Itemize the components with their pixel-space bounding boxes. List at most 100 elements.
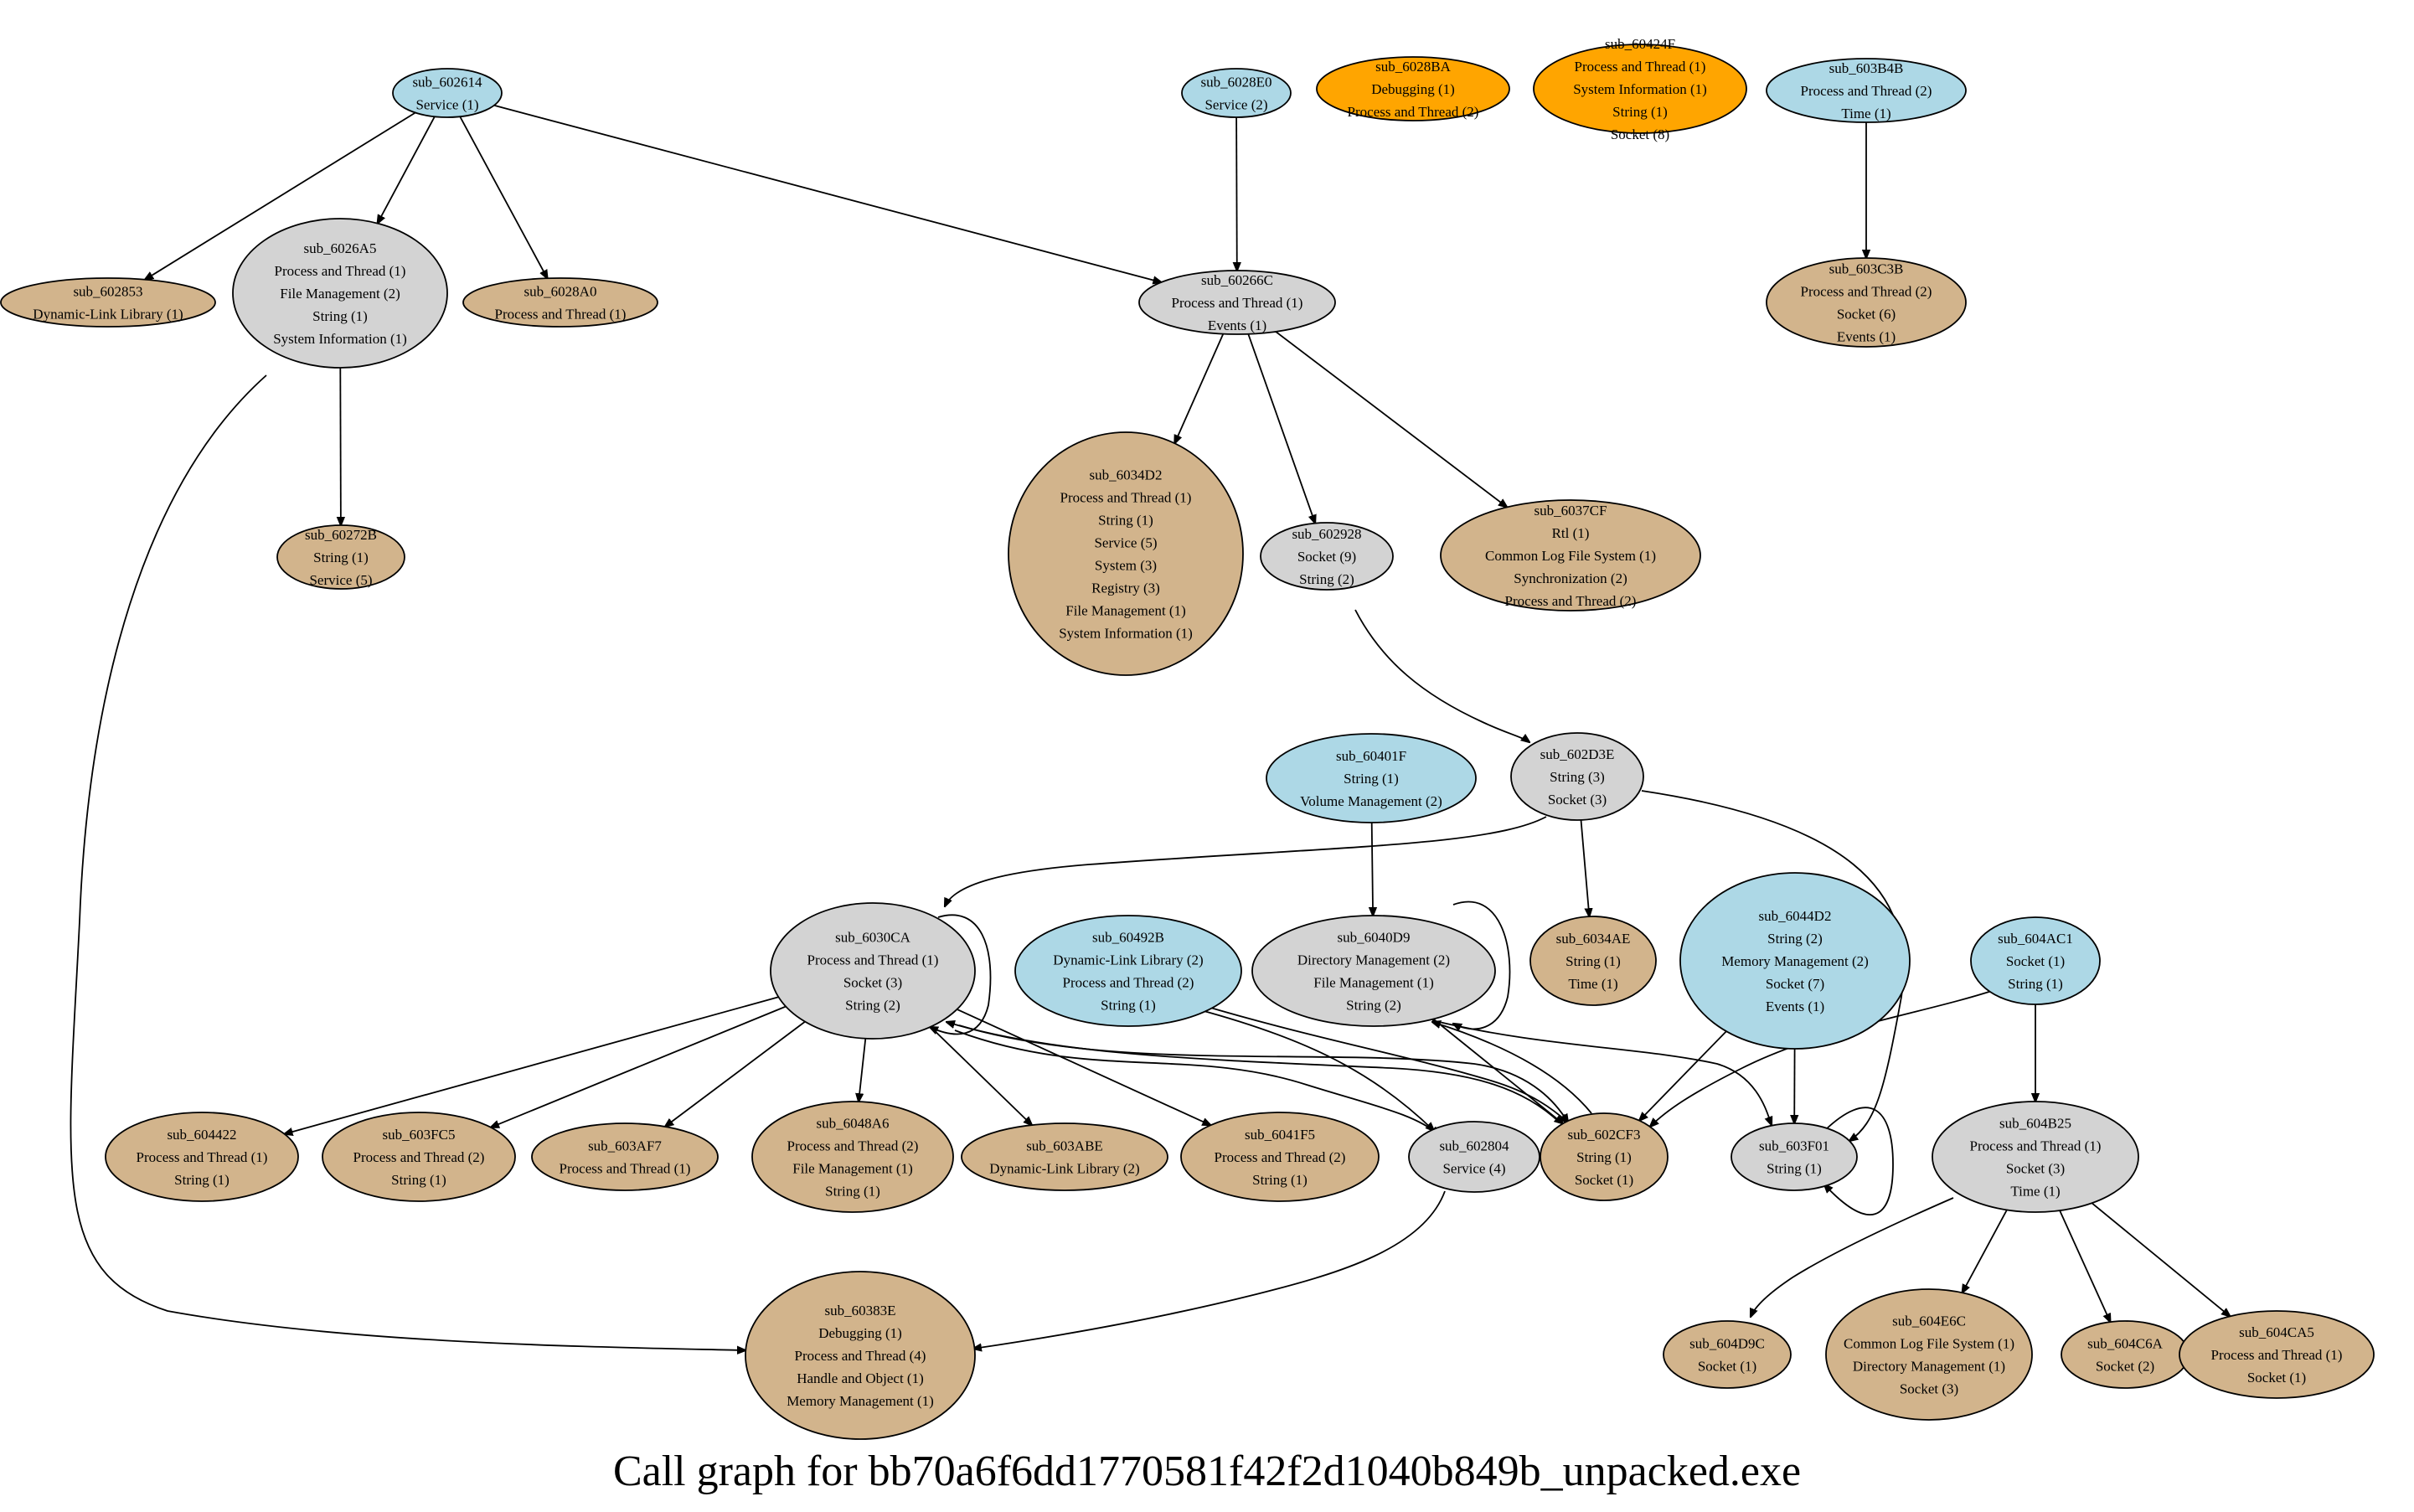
node-ellipse[interactable] [2179,1310,2375,1399]
edge-sub_60401F-to-sub_6040D9 [1372,822,1373,916]
node-api-category: Process and Thread (2) [1063,975,1194,991]
edge-sub_602614-to-sub_6028A0 [459,116,547,278]
node-ellipse[interactable] [745,1271,976,1440]
node-ellipse[interactable] [1529,916,1657,1006]
node-ellipse[interactable] [961,1122,1168,1191]
node-ellipse[interactable] [1008,431,1244,676]
node-ellipse[interactable] [1408,1121,1540,1193]
node-api-category: Socket (3) [1900,1381,1958,1397]
node-ellipse[interactable] [1316,56,1510,121]
node-function-name: sub_60424F [1605,36,1675,52]
node-ellipse[interactable] [751,1101,954,1213]
node-ellipse[interactable] [1533,44,1747,134]
node-ellipse[interactable] [322,1112,516,1202]
node-ellipse[interactable] [1181,68,1292,118]
node-api-category: Socket (2) [2096,1359,2154,1375]
node-api-category: String (2) [1767,931,1823,947]
node-ellipse[interactable] [1663,1320,1792,1389]
node-ellipse[interactable] [1014,915,1242,1027]
node-ellipse[interactable] [1825,1288,2033,1421]
node-ellipse[interactable] [0,277,216,328]
node-ellipse[interactable] [1540,1112,1669,1201]
node-ellipse[interactable] [462,277,658,328]
edge-sub_602CF3-to-sub_6040D9 [1432,1022,1592,1114]
edge-sub_602804-to-sub_60383E [973,1190,1446,1349]
node-ellipse[interactable] [1180,1112,1380,1202]
node-ellipse[interactable] [105,1112,299,1202]
node-ellipse[interactable] [276,524,405,590]
node-function-name: sub_602D3E [1540,746,1615,762]
node-ellipse[interactable] [1766,58,1967,123]
edge-sub_6030CA-to-sub_603AF7 [665,1020,806,1127]
node-api-category: Directory Management (2) [1297,952,1450,968]
node-api-category: Dynamic-Link Library (1) [33,307,183,323]
node-ellipse[interactable] [2061,1320,2190,1389]
node-ellipse[interactable] [1251,915,1496,1027]
node-ellipse[interactable] [232,218,448,369]
node-ellipse[interactable] [1932,1101,2139,1213]
node-api-category: Rtl (1) [1552,525,1590,541]
node-api-category: Dynamic-Link Library (2) [989,1161,1139,1177]
node-ellipse[interactable] [1510,732,1644,821]
node-ellipse[interactable] [392,68,503,118]
node-api-category: String (1) [1576,1149,1632,1165]
node-function-name: sub_60492B [1092,930,1164,946]
node-ellipse[interactable] [1138,270,1336,335]
node-ellipse[interactable] [770,902,976,1040]
node-function-name: sub_6034AE [1556,931,1631,947]
node-ellipse[interactable] [1731,1122,1858,1191]
node-ellipse[interactable] [1679,872,1911,1050]
node-api-category: Socket (1) [1575,1172,1633,1188]
node-ellipse[interactable] [1266,733,1477,823]
edge-sub_6030CA-to-sub_603ABE [930,1026,1032,1125]
node-function-name: sub_604D9C [1689,1336,1765,1352]
edge-sub_60266C-to-sub_602928 [1247,333,1315,524]
node-api-category: Process and Thread (2) [353,1149,485,1165]
node-ellipse[interactable] [1970,916,2101,1005]
edge-sub_6030CA-to-sub_604422 [285,996,779,1134]
node-ellipse[interactable] [1440,499,1701,612]
node-api-category: Process and Thread (1) [1060,490,1192,506]
edge-sub_6030CA-to-sub_6048A6 [859,1038,867,1102]
node-ellipse[interactable] [531,1122,719,1191]
node-ellipse[interactable] [1260,522,1394,591]
node-ellipse[interactable] [1766,257,1967,348]
